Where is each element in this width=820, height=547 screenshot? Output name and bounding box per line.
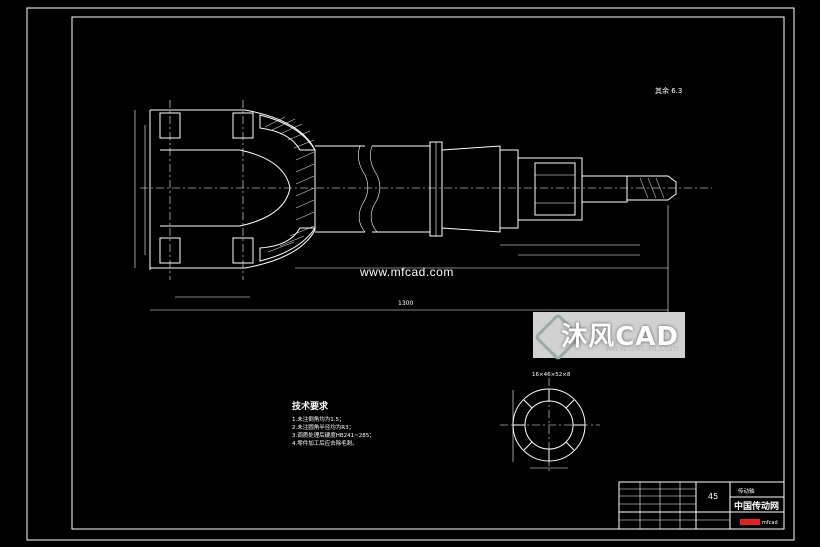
tech-req-item: 1.未注倒角均为1.5； (292, 415, 345, 423)
roughness-note: 其余 6.3 (655, 86, 682, 95)
overall-length-dim: 1300 (398, 300, 413, 307)
logo-stamp (740, 519, 760, 525)
title-block (618, 481, 785, 530)
inner-frame (71, 16, 785, 530)
site-url: www.mfcad.com (360, 265, 454, 279)
school-name: 中国传动网 (734, 500, 779, 512)
shaft-body (150, 141, 677, 312)
yoke-fork (134, 100, 316, 298)
watermark: 沐风CAD www.mfcad.com (533, 312, 685, 362)
material-label: 45 (708, 492, 718, 501)
tech-req-item: 2.未注圆角半径均为R3； (292, 423, 354, 431)
logo-text: mfcad (762, 520, 778, 526)
tech-req-item: 4.零件加工后应去除毛刺。 (292, 439, 358, 447)
spline-note: 16×46×52×8 (532, 372, 571, 378)
watermark-url: www.mfcad.com (604, 344, 679, 354)
spline-section (500, 378, 600, 472)
part-name: 传动轴 (738, 487, 755, 495)
tech-req-item: 3.调质处理后硬度HB241~285； (292, 431, 375, 439)
watermark-brand: 沐风CAD (561, 322, 679, 352)
outer-frame (26, 7, 795, 541)
tech-req-title: 技术要求 (292, 400, 329, 412)
